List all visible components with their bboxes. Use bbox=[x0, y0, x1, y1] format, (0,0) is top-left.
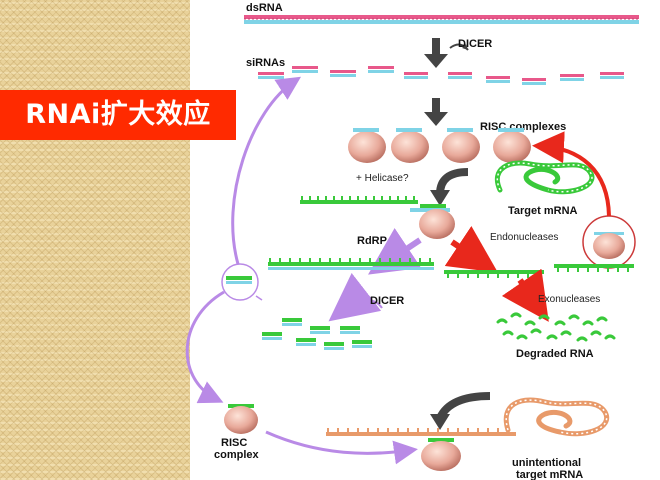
link-line bbox=[255, 295, 263, 301]
textured-sidebar bbox=[0, 0, 190, 480]
loop-arrow-down bbox=[185, 290, 225, 404]
exonucleases-label: Exonucleases bbox=[538, 294, 600, 305]
endonucleases-label: Endonucleases bbox=[490, 232, 558, 243]
off-target-risc bbox=[421, 438, 461, 471]
helicase-arrow bbox=[430, 168, 469, 206]
risc-down-arrow bbox=[424, 98, 448, 126]
amplified-dsrna bbox=[268, 258, 634, 278]
orange-strand bbox=[326, 428, 516, 436]
endonuclease-arrow bbox=[444, 226, 498, 273]
dsrna-label: dsRNA bbox=[246, 2, 283, 14]
risc-complex-label-1: RISC bbox=[221, 437, 247, 449]
loop-arrow-right bbox=[265, 430, 418, 465]
unintentional-label-2: target mRNA bbox=[516, 469, 583, 480]
guide-strand bbox=[300, 196, 418, 204]
risc-bound-target bbox=[410, 204, 455, 239]
degraded-rna-label: Degraded RNA bbox=[516, 348, 594, 360]
dsrna-duplex bbox=[244, 15, 639, 24]
secondary-sirnas bbox=[262, 318, 372, 350]
rdrp-label: RdRP bbox=[357, 235, 387, 247]
unintentional-mrna-coil bbox=[503, 397, 610, 437]
helicase-label: + Helicase? bbox=[356, 173, 409, 184]
dicer-mid-curve bbox=[359, 299, 383, 309]
sirnas-label: siRNAs bbox=[246, 57, 285, 69]
risc-complex-bottom bbox=[224, 404, 258, 434]
dicer-mid-label: DICER bbox=[370, 295, 404, 307]
endonuclease-circle bbox=[582, 215, 636, 269]
exonuclease-arrow bbox=[501, 268, 549, 322]
amplification-node bbox=[221, 263, 259, 301]
slide-title: RNAi扩大效应 bbox=[0, 90, 236, 140]
dicer-top-label: DICER bbox=[458, 38, 492, 50]
sirna-fragments bbox=[258, 66, 624, 85]
dicer-mid-arrow bbox=[328, 272, 382, 322]
off-target-arrow bbox=[430, 392, 491, 430]
degraded-rna-fragments bbox=[496, 312, 616, 342]
recycle-red-arrow bbox=[532, 131, 611, 217]
target-mrna-label: Target mRNA bbox=[508, 205, 578, 217]
target-mrna-coil bbox=[494, 160, 595, 195]
unintentional-label-1: unintentional bbox=[512, 457, 581, 469]
loop-arrow-up bbox=[231, 76, 302, 265]
risc-complex-balls bbox=[348, 128, 531, 163]
risc-complex-label-2: complex bbox=[214, 449, 260, 461]
dicer-down-arrow bbox=[424, 38, 469, 68]
